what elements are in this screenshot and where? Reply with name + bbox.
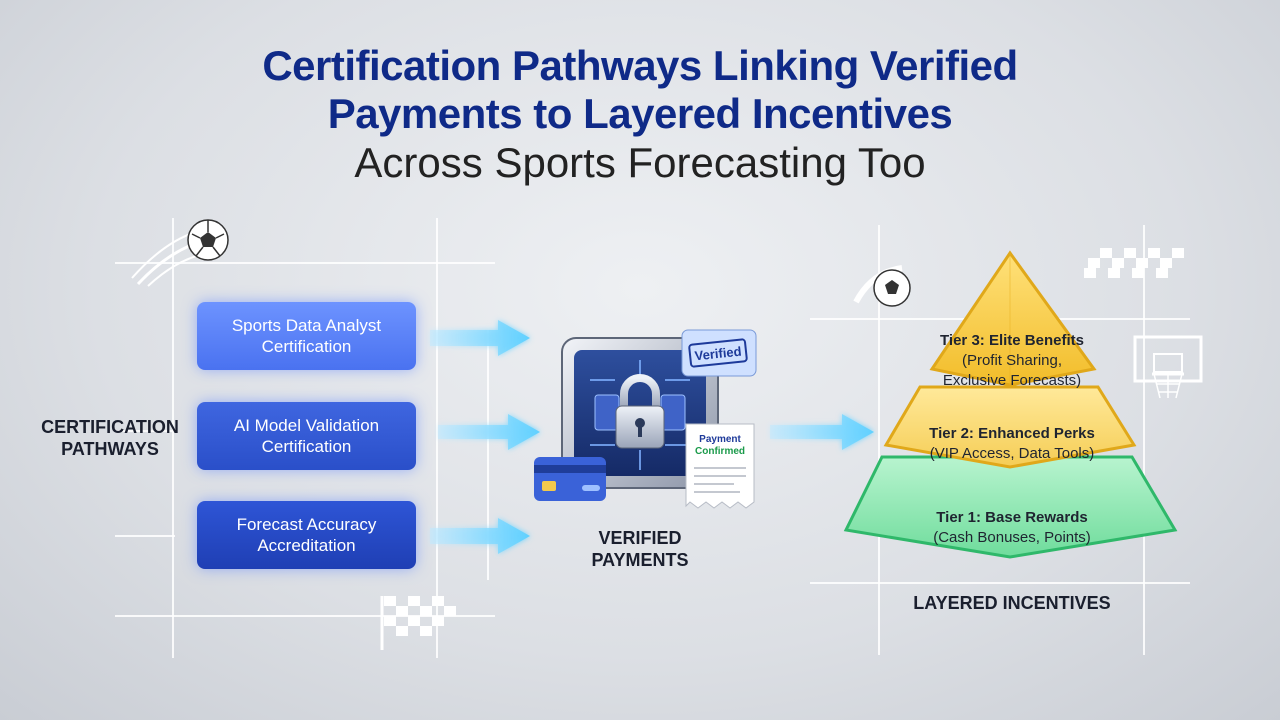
certification-sports-data-analyst: Sports Data Analyst Certification [197,302,416,370]
layered-incentives-label: LAYERED INCENTIVES [913,593,1111,613]
tier-1-text: Tier 1: Base Rewards(Cash Bonuses, Point… [933,509,1091,546]
certification-forecast-accuracy: Forecast Accuracy Accreditation [197,501,416,569]
svg-text:Confirmed: Confirmed [695,446,745,457]
verified-card-icon: Verified [681,329,757,377]
soccer-ball-icon [853,265,911,307]
basketball-hoop-icon [1133,335,1203,399]
arrow-3 [430,518,530,554]
svg-text:Verified: Verified [694,344,742,364]
checkered-flag-icon [1084,248,1184,278]
certification-pathways-label: CERTIFICATION PATHWAYS [41,417,179,459]
certification-ai-model-validation: AI Model Validation Certification [197,402,416,470]
tier-2-layer [883,385,1137,469]
checkered-flag-icon [380,596,456,650]
tier-2-text: Tier 2: Enhanced Perks(VIP Access, Data … [929,425,1095,462]
tier-3-text: Tier 3: Elite Benefits(Profit Sharing, E… [940,332,1084,389]
credit-card-icon [534,457,606,501]
title-line-3: Across Sports Forecasting Too [354,139,926,186]
receipt-icon: Payment Confirmed [685,423,755,509]
title-line-1: Certification Pathways Linking Verified [262,42,1018,89]
verified-payments-label: VERIFIED PAYMENTS [591,528,689,570]
title-line-2: Payments to Layered Incentives [327,90,953,137]
soccer-ball-icon [131,219,229,287]
arrow-1 [430,320,530,356]
padlock-chip-icon [561,337,719,489]
incentive-pyramid [843,250,1178,559]
svg-text:Payment: Payment [699,434,741,445]
tier-1-layer [843,455,1178,559]
